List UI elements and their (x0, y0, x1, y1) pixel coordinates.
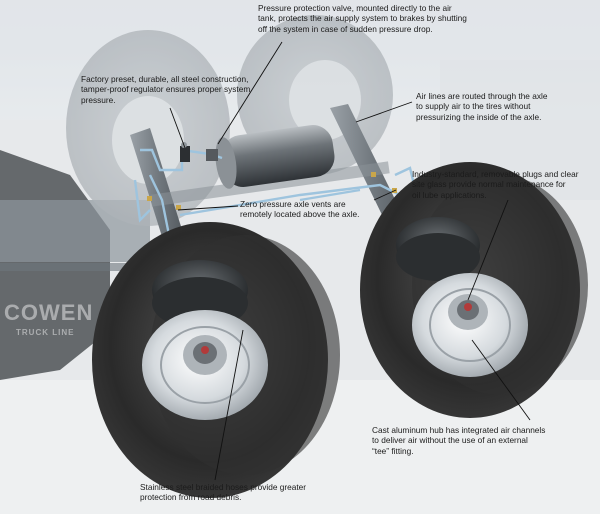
cross-member (150, 161, 390, 207)
background-sign-line1: COWEN (4, 300, 94, 325)
leader-lines (169, 41, 531, 481)
callout-hoses: Stainless steel braided hoses provide gr… (140, 482, 307, 503)
callout-hub: Cast aluminum hub has integrated air cha… (372, 425, 546, 456)
callout-pressure-valve: Pressure protection valve, mounted direc… (258, 3, 467, 34)
background-sign-line2: TRUCK LINE (16, 328, 75, 337)
background-sign-subtext: TRUCK LINE (16, 328, 74, 337)
regulator (180, 142, 218, 162)
background-sign-text: COWEN (4, 300, 93, 326)
callout-air-lines: Air lines are routed through the axle to… (416, 91, 548, 122)
left-wheel-assembly (92, 222, 340, 498)
callout-vents: Zero pressure axle vents are remotely lo… (240, 199, 360, 220)
air-tank (215, 125, 335, 189)
right-wheel-assembly (360, 162, 588, 418)
callout-regulator: Factory preset, durable, all steel const… (81, 74, 251, 105)
callout-plugs: Industry-standard, removable plugs and c… (412, 169, 579, 200)
